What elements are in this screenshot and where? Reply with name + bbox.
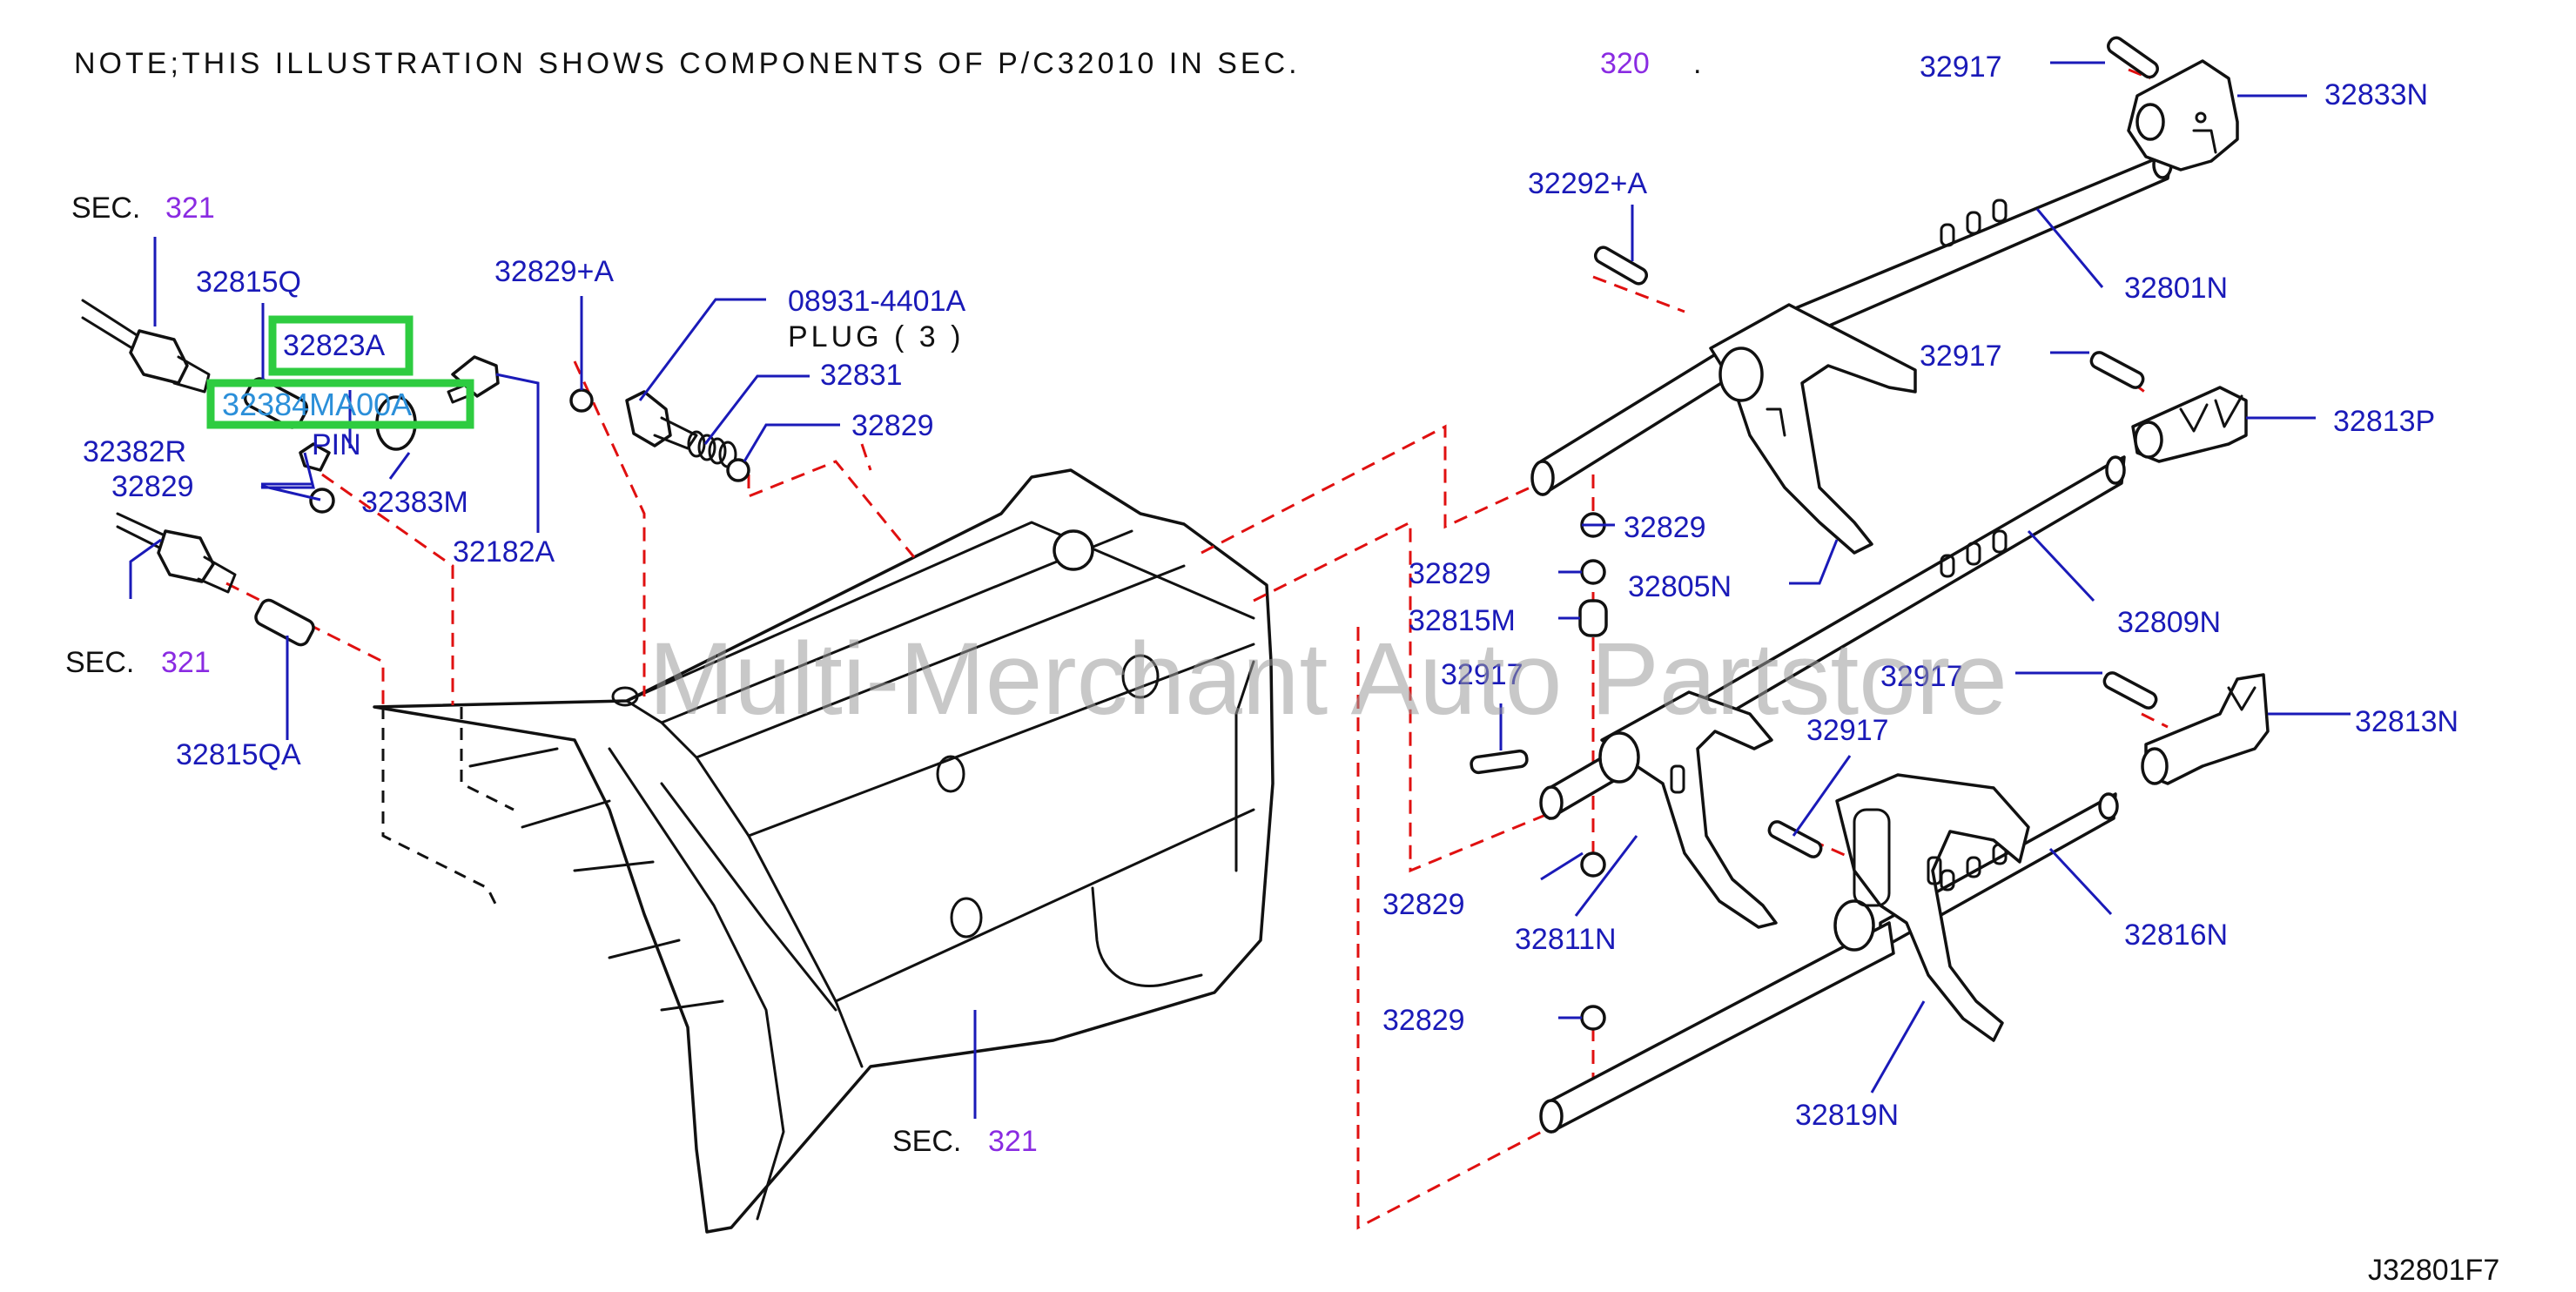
part-label-32383M[interactable]: 32383M <box>361 486 468 519</box>
sleeve-32815Q <box>243 377 309 429</box>
part-label-32829[interactable]: 32829 <box>111 470 194 503</box>
shift-fork-32805N <box>1709 303 1917 555</box>
part-label-32815M[interactable]: 32815M <box>1409 604 1516 637</box>
speedometer-cable-lower <box>116 512 237 594</box>
part-label-32805N[interactable]: 32805N <box>1628 570 1732 603</box>
shift-lug-32813N <box>2141 673 2270 785</box>
illustration-note: NOTE;THIS ILLUSTRATION SHOWS COMPONENTS … <box>74 47 1301 80</box>
note-period: . <box>1693 47 1701 80</box>
part-label-32384MA00A[interactable]: 32384MA00A <box>222 387 412 422</box>
watermark: Multi-Merchant Auto Partstore <box>649 622 2008 737</box>
check-ball-32829-d <box>1580 559 1606 585</box>
part-label-32917[interactable]: 32917 <box>1920 340 2002 373</box>
plug-quantity-label: PLUG ( 3 ) <box>788 320 964 353</box>
section-ref-bottom[interactable]: SEC. 321 <box>892 1125 1038 1158</box>
section-ref-text: SEC. <box>892 1125 961 1158</box>
section-ref-text: SEC. <box>65 646 134 679</box>
part-label-32833N[interactable]: 32833N <box>2324 78 2428 111</box>
part-label-32382R[interactable]: 32382R <box>83 435 186 468</box>
part-label-32815Q[interactable]: 32815Q <box>196 266 301 299</box>
part-label-32182A[interactable]: 32182A <box>453 535 555 569</box>
part-label-32917[interactable]: 32917 <box>1806 714 1889 747</box>
part-label-32917[interactable]: 32917 <box>1441 658 1523 691</box>
part-label-32813N[interactable]: 32813N <box>2355 705 2458 738</box>
part-label-32829A[interactable]: 32829+A <box>494 255 614 288</box>
part-label-32917[interactable]: 32917 <box>1880 660 1963 693</box>
highlight-box-32823A <box>268 315 414 376</box>
speedometer-cable-upper <box>81 299 211 394</box>
section-ref-num: 321 <box>161 646 211 679</box>
pin-label: PIN <box>312 428 361 461</box>
roll-pin-32917-1 <box>2107 36 2159 79</box>
part-label-32829[interactable]: 32829 <box>1624 511 1706 544</box>
section-ref-lower[interactable]: SEC. 321 <box>65 646 211 679</box>
part-label-32829[interactable]: 32829 <box>1382 1004 1465 1037</box>
ring-32829A <box>569 388 594 413</box>
section-ref-num: 321 <box>988 1125 1038 1158</box>
ring-32829-left <box>309 488 335 514</box>
shift-fork-32819N <box>1833 773 2030 1042</box>
roll-pin-32917-4 <box>2102 671 2158 710</box>
pin-32292A <box>1593 246 1649 286</box>
shift-fork-32811N <box>1598 690 1778 929</box>
section-ref-num: 321 <box>165 192 215 225</box>
leader-lines <box>129 61 2351 1119</box>
highlight-box-32384MA00A <box>206 379 474 429</box>
check-ball-32829-f <box>1580 1005 1606 1031</box>
transmission-case <box>373 468 1275 1234</box>
part-label-32829[interactable]: 32829 <box>1382 888 1465 921</box>
part-label-32815QA[interactable]: 32815QA <box>176 738 301 771</box>
shift-lug-32813P <box>2131 386 2248 463</box>
part-label-32829[interactable]: 32829 <box>851 409 934 442</box>
part-label-32819N[interactable]: 32819N <box>1795 1099 1899 1132</box>
shift-rod-32801N <box>1530 150 2174 496</box>
ring-32829-plug <box>726 458 750 482</box>
section-ref-upper[interactable]: SEC. 321 <box>71 192 215 225</box>
part-label-32811N[interactable]: 32811N <box>1515 923 1617 956</box>
part-label-32823A[interactable]: 32823A <box>283 329 386 362</box>
section-ref-text: SEC. <box>71 192 140 225</box>
part-label-32816N[interactable]: 32816N <box>2124 919 2228 952</box>
roll-pin-32917-5 <box>1767 820 1823 858</box>
part-label-32917[interactable]: 32917 <box>1920 50 2002 84</box>
part-label-32809N[interactable]: 32809N <box>2117 606 2221 639</box>
part-label-32801N[interactable]: 32801N <box>2124 272 2228 305</box>
shift-lug-32833N <box>2127 59 2239 172</box>
plug-08931-4401A <box>625 390 672 447</box>
part-label-32292A[interactable]: 32292+A <box>1528 167 1647 200</box>
roll-pin-32917-3 <box>1470 749 1529 775</box>
shift-rod-32819N <box>1539 921 1895 1134</box>
part-label-08931-4401A[interactable]: 08931-4401A <box>788 285 966 318</box>
part-label-32813P[interactable]: 32813P <box>2333 405 2435 438</box>
sleeve-32815QA <box>254 598 315 647</box>
roll-pin-32917-2 <box>2089 351 2145 389</box>
part-label-32829[interactable]: 32829 <box>1409 557 1491 590</box>
part-label-32831[interactable]: 32831 <box>820 359 903 392</box>
note-section-link[interactable]: 320 <box>1600 47 1650 80</box>
bolt-32182A <box>451 355 500 398</box>
check-ball-32829-e <box>1580 851 1606 878</box>
diagram-code: J32801F7 <box>2368 1254 2499 1287</box>
